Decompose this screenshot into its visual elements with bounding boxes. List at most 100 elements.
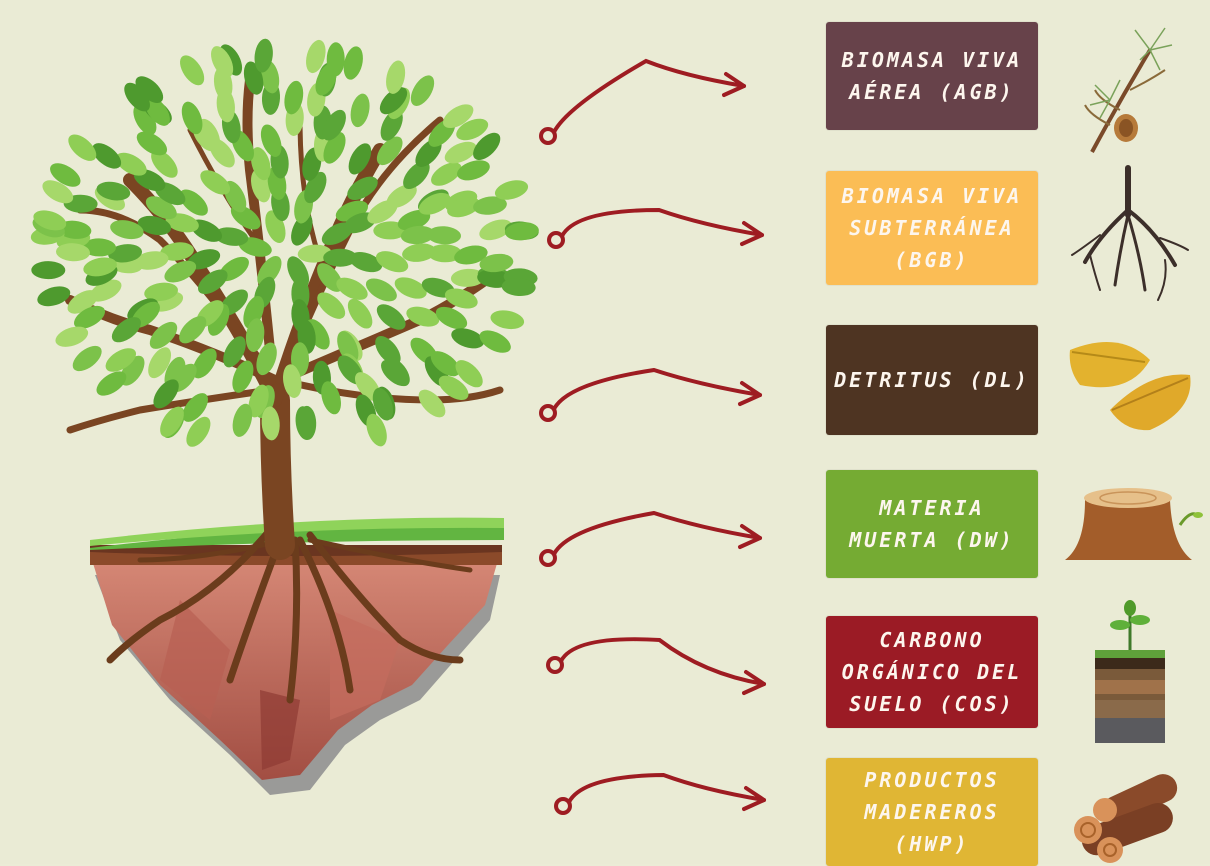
leaf	[160, 406, 184, 437]
leaf	[349, 252, 383, 273]
leaf	[504, 222, 539, 241]
arrow-2	[547, 207, 764, 249]
leaf	[124, 82, 150, 112]
leaf	[149, 321, 178, 349]
leaf	[365, 278, 397, 302]
leaf	[67, 290, 98, 314]
leaf	[73, 305, 106, 329]
tree-stump-icon	[1065, 488, 1203, 560]
leaf	[379, 87, 408, 115]
leaf	[402, 243, 436, 262]
leaf	[200, 170, 231, 195]
leaf	[148, 347, 172, 379]
leaf	[250, 147, 271, 181]
category-box-1: BIOMASA VIVA AÉREA (AGB)	[826, 22, 1038, 130]
leaf	[260, 124, 282, 157]
leaf	[211, 46, 234, 78]
leaf	[430, 351, 460, 377]
leaf	[50, 163, 81, 187]
leaf	[376, 136, 403, 166]
leaf	[144, 96, 170, 126]
leaf	[306, 39, 326, 74]
leaf	[321, 381, 341, 415]
leaf	[144, 282, 178, 302]
leaf	[33, 210, 67, 231]
leaf	[186, 416, 211, 447]
leaf	[82, 238, 116, 257]
category-label: BIOMASA VIVA AÉREA (AGB)	[841, 48, 1023, 104]
leaf	[248, 384, 269, 418]
leaf	[284, 80, 304, 115]
leaf	[256, 342, 277, 376]
leaf	[151, 149, 178, 178]
leaf	[479, 219, 512, 241]
leaf	[347, 298, 373, 329]
category-box-2: BIOMASA VIVA SUBTERRÁNEA (BGB)	[826, 171, 1038, 285]
leaf	[181, 101, 203, 135]
leaf	[160, 242, 194, 261]
arrow-6	[554, 772, 766, 815]
leaf	[245, 318, 265, 352]
arrow-group	[539, 58, 766, 815]
leaf	[348, 143, 372, 175]
leaf	[386, 60, 406, 94]
leaf	[179, 316, 207, 344]
fallen-leaves-icon	[1069, 342, 1191, 431]
leaf	[455, 360, 483, 388]
category-box-4: MATERIA MUERTA (DW)	[826, 470, 1038, 578]
leaf	[134, 251, 169, 270]
leaf	[477, 269, 511, 288]
leaf	[153, 379, 179, 409]
leaf	[297, 244, 332, 263]
leaf	[456, 118, 489, 141]
leaf	[254, 38, 273, 73]
logs-icon	[1074, 774, 1178, 863]
soil-profile-icon	[1095, 600, 1165, 743]
leaf	[257, 256, 282, 286]
category-box-5: CARBONO ORGÁNICO DEL SUELO (COS)	[826, 616, 1038, 728]
leaf	[137, 215, 172, 236]
leaf	[454, 245, 488, 265]
leaf	[336, 277, 368, 300]
leaf	[72, 345, 102, 372]
category-label: DETRITUS (DL)	[834, 368, 1030, 392]
leaf	[372, 387, 394, 421]
leaf	[406, 306, 440, 327]
leaf	[343, 46, 363, 80]
leaf	[214, 227, 249, 246]
leaf	[435, 306, 468, 330]
leaf	[450, 268, 485, 287]
leaf	[317, 263, 343, 292]
leaf	[376, 251, 409, 273]
leaf	[384, 357, 410, 387]
leaf	[261, 406, 280, 441]
leaf	[108, 244, 143, 263]
arrow-4	[539, 510, 762, 567]
leaf	[68, 134, 97, 161]
leaf	[120, 355, 145, 386]
leaf	[394, 277, 427, 299]
arrow-3	[539, 367, 762, 422]
leaf	[238, 237, 272, 257]
pine-branch-icon	[1084, 27, 1173, 153]
leaf	[291, 213, 313, 246]
leaf	[56, 243, 90, 262]
leaf	[232, 360, 254, 393]
leaf	[427, 226, 461, 245]
leaf	[479, 330, 511, 353]
arrow-5	[546, 637, 766, 695]
leaf	[323, 248, 358, 267]
tree-foliage	[30, 38, 539, 447]
leaf	[115, 152, 147, 176]
leaf	[197, 269, 228, 295]
leaf	[164, 260, 197, 283]
leaf	[197, 118, 221, 151]
leaf	[418, 389, 446, 418]
leaf	[375, 336, 401, 365]
category-box-6: PRODUCTOS MADEREROS (HWP)	[826, 758, 1038, 866]
leaf	[473, 132, 501, 161]
leaf	[473, 196, 507, 215]
leaf	[223, 336, 246, 368]
leaf	[444, 288, 478, 309]
